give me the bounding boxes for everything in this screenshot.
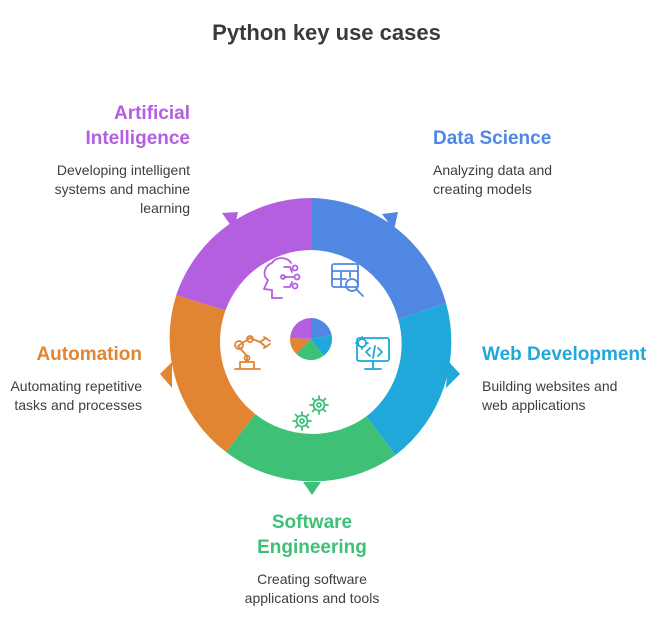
case-title-data-science: Data Science	[433, 128, 552, 149]
pie-slice-web-development	[311, 334, 333, 356]
case-title-web-development: Web Development	[482, 344, 647, 365]
segment-software-engineering	[226, 414, 396, 482]
arrow-data-science	[382, 212, 398, 230]
case-desc-web-development: Building websites and web applications	[482, 378, 618, 413]
brain-circuit-icon	[263, 257, 301, 299]
case-artificial-intelligence: Artificial Intelligence Developing intel…	[20, 101, 190, 218]
case-desc-software-engineering: Creating software applications and tools	[244, 571, 380, 606]
table-search-icon	[331, 263, 364, 297]
case-data-science: Data Science Analyzing data and creating…	[433, 126, 633, 199]
case-automation: Automation Automating repetitive tasks a…	[0, 342, 142, 415]
robot-arm-icon	[234, 335, 271, 370]
gears-icon	[292, 395, 329, 431]
case-desc-data-science: Analyzing data and creating models	[433, 162, 553, 197]
segment-automation	[169, 295, 256, 452]
page-title: Python key use cases	[212, 20, 441, 45]
arrow-software-engineering	[303, 482, 321, 495]
pie-slice-software-engineering	[296, 339, 324, 361]
arrow-web-development	[446, 361, 460, 388]
case-title-automation: Automation	[36, 344, 142, 365]
case-web-development: Web Development Building websites and we…	[482, 342, 652, 415]
segment-web-development	[366, 303, 452, 455]
segment-artificial-intelligence	[176, 197, 312, 311]
case-software-engineering: Software Engineering Creating software a…	[187, 510, 437, 608]
pie-chart-icon	[290, 318, 333, 361]
pie-slice-artificial-intelligence	[290, 318, 311, 339]
segment-data-science	[312, 198, 446, 320]
case-desc-automation: Automating repetitive tasks and processe…	[10, 378, 142, 413]
monitor-code-icon	[355, 336, 390, 370]
pie-slice-automation	[290, 337, 311, 354]
case-title-artificial-intelligence: Artificial Intelligence	[85, 103, 190, 149]
pie-slice-data-science	[311, 318, 332, 339]
arrow-automation	[160, 362, 172, 388]
case-title-software-engineering: Software Engineering	[257, 512, 367, 558]
arrow-artificial-intelligence	[222, 212, 238, 230]
case-desc-artificial-intelligence: Developing intelligent systems and machi…	[54, 162, 190, 216]
